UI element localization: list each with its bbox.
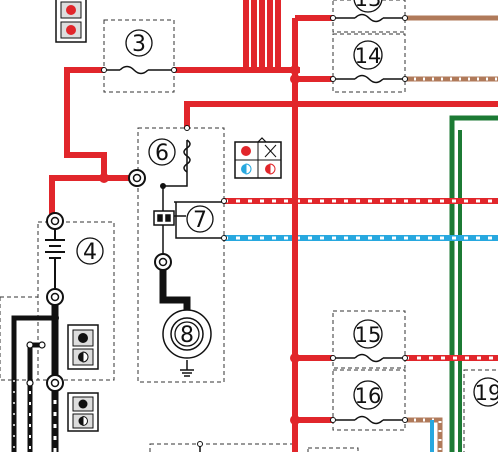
junction-dots [99,65,300,425]
brown-white-wires [405,15,498,452]
relay-connector-icon [234,137,282,179]
label-15-text: 15 [355,323,382,347]
label-13-text: 13 [355,0,382,11]
label-16-text: 16 [355,384,382,408]
label-7-text: 7 [193,208,207,233]
left-connector-box [0,296,39,381]
bottom-box-2 [307,447,359,452]
label-13: 13 [353,0,383,13]
ring-terminal-icon [26,169,172,392]
label-14: 14 [353,40,383,70]
small-terminals [101,15,408,447]
component-labels: 3 13 14 6 7 4 8 15 [76,0,498,410]
label-3-text: 3 [132,32,146,57]
label-16: 16 [353,380,383,410]
ground-icon [180,360,194,377]
label-19: 19 [473,377,498,407]
label-3: 3 [125,29,153,57]
label-8-text: 8 [180,323,194,348]
label-14-text: 14 [355,44,382,68]
label-4: 4 [76,237,104,265]
fuse-icon [104,13,405,425]
black-junction-dots [51,183,166,322]
starter-relay-box [137,127,225,383]
label-6: 6 [148,138,176,166]
battery-icon [45,228,65,290]
fuse-14-box [332,33,406,93]
fuse-15-box [332,310,406,369]
label-7: 7 [186,205,214,233]
label-15: 15 [353,319,383,349]
black-wires [11,140,201,452]
label-4-text: 4 [83,240,97,265]
red-white-wires [224,198,498,361]
relay-coil-icon [153,139,224,239]
fuse-16-box [332,369,406,431]
bottom-box [149,443,296,452]
lower-connector-icon [67,392,99,432]
label-6-text: 6 [155,141,169,166]
red-wires [49,0,498,452]
connector-icon [55,0,282,432]
battery-connector-icon [67,324,99,370]
green-wire [449,115,498,452]
fuse-3-box [103,19,175,93]
label-19-text: 19 [475,381,498,405]
label-8: 8 [174,321,200,348]
